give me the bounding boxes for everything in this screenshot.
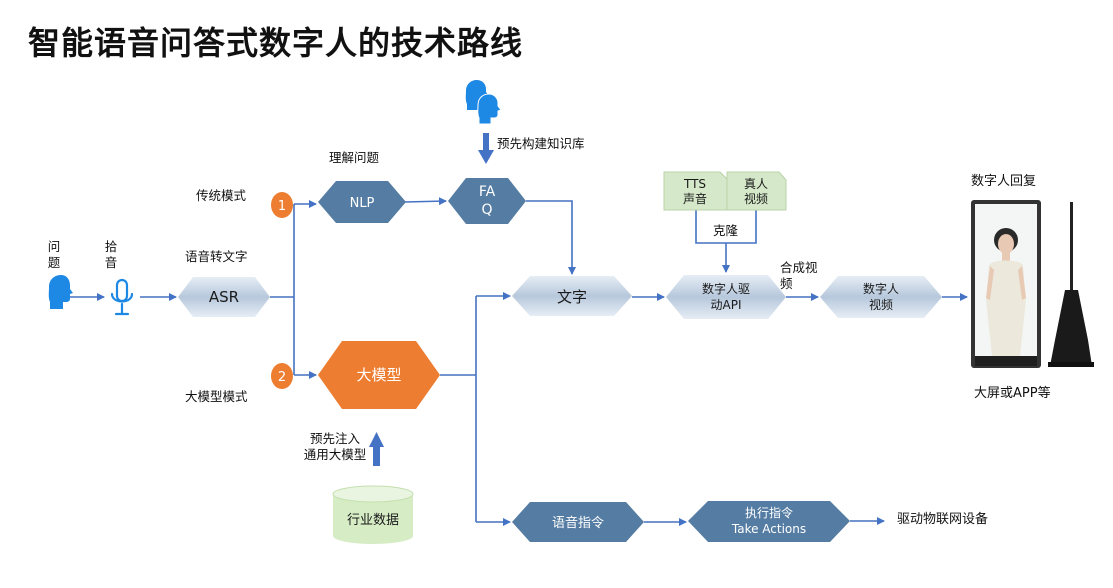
synth-video-label-line-1: 合成视: [780, 260, 818, 275]
tts-label-2: 声音: [683, 191, 707, 206]
badge-1: 1: [271, 192, 293, 218]
real-label-1: 真人: [744, 177, 768, 191]
industry-data-cylinder: 行业数据: [332, 485, 414, 544]
pickup-label-line-1: 拾: [104, 239, 118, 254]
dh-video-label-2: 视频: [869, 297, 893, 312]
nlp-label: NLP: [350, 196, 375, 211]
traditional-mode-label: 传统模式: [196, 188, 247, 203]
node-asr: ASR: [178, 277, 270, 317]
tts-label-1: TTS: [683, 177, 706, 191]
llm-mode-label: 大模型模式: [185, 389, 248, 404]
doc-real-video: 真人 视频: [726, 171, 787, 211]
badge-2: 2: [271, 363, 293, 389]
text-label: 文字: [557, 288, 587, 306]
node-faq: FA Q: [448, 178, 526, 224]
preinject-label: 预先注入 通用大模型: [300, 431, 370, 463]
node-voice-cmd: 语音指令: [512, 502, 644, 542]
connectors: [68, 197, 968, 526]
badge-2-label: 2: [278, 370, 286, 385]
microphone-icon: [110, 278, 134, 316]
dh-video-label-1: 数字人: [863, 281, 899, 296]
arrow-faq-to-text: [526, 200, 576, 275]
question-label-line-2: 题: [47, 255, 61, 270]
question-label-line-1: 问: [47, 239, 61, 254]
iot-label: 驱动物联网设备: [897, 512, 989, 527]
industry-data-label: 行业数据: [347, 513, 399, 528]
thick-arrow-up: [369, 432, 384, 466]
node-exec: 执行指令 Take Actions: [688, 501, 850, 542]
node-dh-video: 数字人 视频: [820, 276, 942, 318]
node-nlp: NLP: [318, 181, 406, 223]
pickup-label-line-2: 音: [104, 255, 118, 270]
node-text: 文字: [512, 276, 632, 316]
exec-label-2: Take Actions: [731, 522, 806, 536]
thick-arrow-down: [478, 133, 494, 164]
faq-label-2: Q: [481, 202, 492, 218]
page-title: 智能语音问答式数字人的技术路线: [28, 24, 524, 62]
badge-1-label: 1: [278, 199, 286, 214]
clone-label: 克隆: [713, 223, 739, 238]
llm-label: 大模型: [356, 366, 401, 384]
exec-label-1: 执行指令: [745, 505, 793, 520]
digital-reply-label: 数字人回复: [971, 174, 1037, 189]
doc-tts: TTS 声音: [663, 171, 729, 211]
people-heads-icon: [465, 80, 502, 125]
node-drive-api: 数字人驱 动API: [666, 275, 786, 319]
preinject-label-line-2: 通用大模型: [303, 447, 367, 462]
pickup-label: 拾 音: [101, 239, 121, 271]
node-llm: 大模型: [318, 341, 440, 409]
asr-label: ASR: [209, 288, 239, 306]
understand-question-label: 理解问题: [329, 150, 380, 165]
question-label: 问 题: [44, 239, 64, 271]
speech-to-text-label: 语音转文字: [185, 249, 248, 264]
arrow-nlp-to-faq: [404, 197, 447, 206]
drive-api-label-1: 数字人驱: [702, 281, 750, 296]
faq-label-1: FA: [479, 184, 496, 200]
big-screen-kiosk: [971, 200, 1041, 368]
voice-cmd-label: 语音指令: [552, 515, 604, 531]
synth-video-label-line-2: 频: [780, 276, 793, 291]
synth-video-label: 合成视 频: [780, 260, 818, 292]
preinject-label-line-1: 预先注入: [309, 431, 360, 446]
tv-stand: [1048, 202, 1094, 367]
real-label-2: 视频: [744, 191, 768, 206]
speaking-head-icon: [48, 275, 73, 309]
big-screen-label: 大屏或APP等: [974, 386, 1051, 401]
prebuild-kb-label: 预先构建知识库: [497, 136, 585, 151]
drive-api-label-2: 动API: [711, 298, 742, 312]
